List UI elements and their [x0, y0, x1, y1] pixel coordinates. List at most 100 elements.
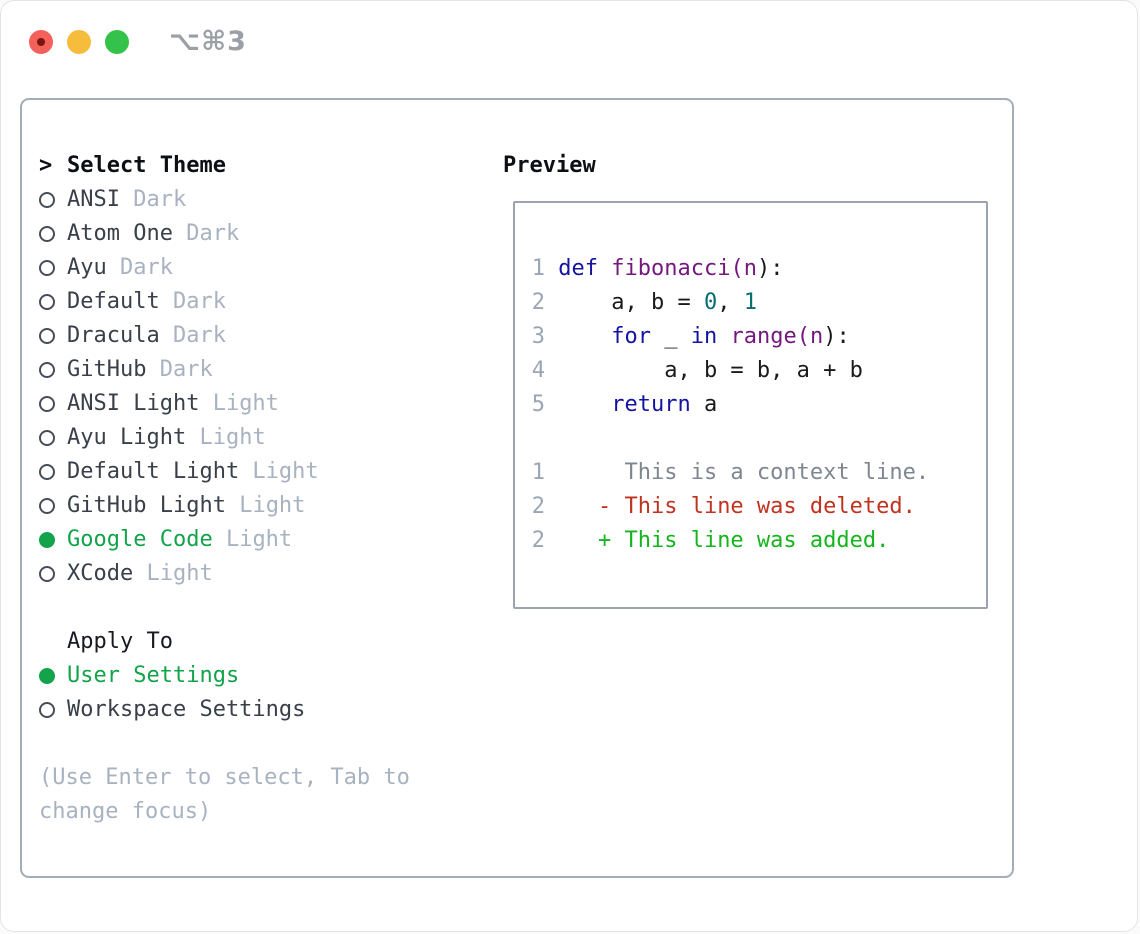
option-label: GitHub — [67, 357, 147, 382]
option-label: User Settings — [67, 663, 240, 688]
radio-marker — [39, 430, 67, 446]
theme-option-ayu-light[interactable]: Ayu Light Light — [39, 421, 410, 455]
code-segment: a, b = — [558, 290, 704, 315]
radio-icon — [39, 566, 55, 582]
option-variant-label: Light — [225, 493, 306, 518]
apply-to-title: Apply To — [67, 629, 173, 654]
theme-option-atom-one[interactable]: Atom One Dark — [39, 217, 410, 251]
preview-line: 2 - This line was deleted. — [531, 490, 986, 524]
line-number: 3 — [531, 324, 545, 349]
code-segment: + This line was added. — [558, 528, 890, 553]
code-segment: , — [717, 290, 744, 315]
line-number: 2 — [531, 290, 545, 315]
apply-option-workspace-settings[interactable]: Workspace Settings — [39, 693, 410, 727]
preview-line — [531, 422, 986, 456]
theme-option-ansi[interactable]: ANSI Dark — [39, 183, 410, 217]
option-variant-label: Light — [199, 391, 279, 416]
zoom-button[interactable] — [105, 29, 129, 54]
radio-marker — [39, 464, 67, 480]
option-label: Ayu — [67, 255, 107, 280]
code-segment: a, b = b, a + b — [558, 358, 863, 383]
option-label: XCode — [67, 561, 134, 586]
code-segment — [558, 324, 611, 349]
theme-option-ayu[interactable]: Ayu Dark — [39, 251, 410, 285]
apply-to-header: Apply To — [39, 625, 410, 659]
radio-marker — [39, 192, 67, 208]
code-segment: 0 — [703, 290, 718, 315]
radio-icon — [39, 260, 55, 276]
radio-marker — [39, 260, 67, 276]
close-button[interactable] — [29, 29, 53, 54]
code-segment: This is a context line. — [558, 460, 930, 485]
help-hint: (Use Enter to select, Tab to change focu… — [39, 765, 410, 824]
radio-marker — [39, 362, 67, 378]
option-variant-label: Light — [186, 425, 266, 450]
line-number: 1 — [531, 460, 545, 485]
theme-option-default-light[interactable]: Default Light Light — [39, 455, 410, 489]
preview-section: Preview 1 def fibonacci(n):2 a, b = 0, 1… — [503, 149, 988, 609]
code-segment — [558, 392, 611, 417]
radio-icon — [39, 430, 55, 446]
radio-selected-icon — [39, 668, 55, 684]
option-label: ANSI — [67, 187, 120, 212]
radio-marker — [39, 668, 67, 684]
radio-icon — [39, 226, 55, 242]
code-segment: 1 — [743, 290, 757, 315]
option-label: Default — [67, 289, 160, 314]
select-theme-title: Select Theme — [67, 153, 226, 178]
option-label: Ayu Light — [67, 425, 187, 450]
preview-title: Preview — [503, 153, 596, 178]
theme-option-google-code[interactable]: Google Code Light — [39, 523, 410, 557]
preview-line: 2 a, b = 0, 1 — [531, 286, 986, 320]
option-variant-label: Light — [239, 459, 319, 484]
theme-option-github[interactable]: GitHub Dark — [39, 353, 410, 387]
radio-marker — [39, 294, 67, 310]
preview-line: 1 This is a context line. — [531, 456, 986, 490]
radio-icon — [39, 328, 55, 344]
radio-icon — [39, 498, 55, 514]
code-segment: fibonacci(n — [611, 256, 757, 281]
preview-line: 4 a, b = b, a + b — [531, 354, 986, 388]
code-segment — [598, 256, 611, 281]
theme-option-xcode[interactable]: XCode Light — [39, 557, 410, 591]
radio-marker — [39, 498, 67, 514]
option-variant-label: Light — [212, 527, 293, 552]
apply-option-user-settings[interactable]: User Settings — [39, 659, 410, 693]
code-segment: for — [611, 324, 651, 349]
radio-icon — [39, 192, 55, 208]
option-label: Workspace Settings — [67, 697, 306, 722]
preview-line: 5 return a — [531, 388, 986, 422]
preview-line: 2 + This line was added. — [531, 524, 986, 558]
spacer — [39, 727, 410, 761]
titlebar: ⌥⌘3 — [29, 26, 247, 57]
minimize-button[interactable] — [67, 29, 91, 54]
option-variant-label: Dark — [159, 289, 226, 314]
option-variant-label: Dark — [106, 255, 173, 280]
radio-marker — [39, 226, 67, 242]
code-segment: return — [611, 392, 691, 417]
option-label: Dracula — [67, 323, 160, 348]
code-segment: _ — [650, 324, 691, 349]
theme-option-github-light[interactable]: GitHub Light Light — [39, 489, 410, 523]
option-variant-label: Light — [133, 561, 213, 586]
preview-line: 3 for _ in range(n): — [531, 320, 986, 354]
option-label: Atom One — [67, 221, 173, 246]
line-number: 4 — [531, 358, 545, 383]
select-theme-header: > Select Theme — [39, 149, 410, 183]
theme-option-ansi-light[interactable]: ANSI Light Light — [39, 387, 410, 421]
radio-marker — [39, 328, 67, 344]
radio-icon — [39, 294, 55, 310]
cursor-icon: > — [39, 153, 53, 178]
theme-option-dracula[interactable]: Dracula Dark — [39, 319, 410, 353]
code-segment: ): — [756, 256, 784, 281]
line-number: 2 — [531, 494, 545, 519]
code-segment — [717, 324, 730, 349]
code-segment: a — [690, 392, 718, 417]
option-variant-label: Dark — [172, 221, 240, 246]
theme-option-default[interactable]: Default Dark — [39, 285, 410, 319]
